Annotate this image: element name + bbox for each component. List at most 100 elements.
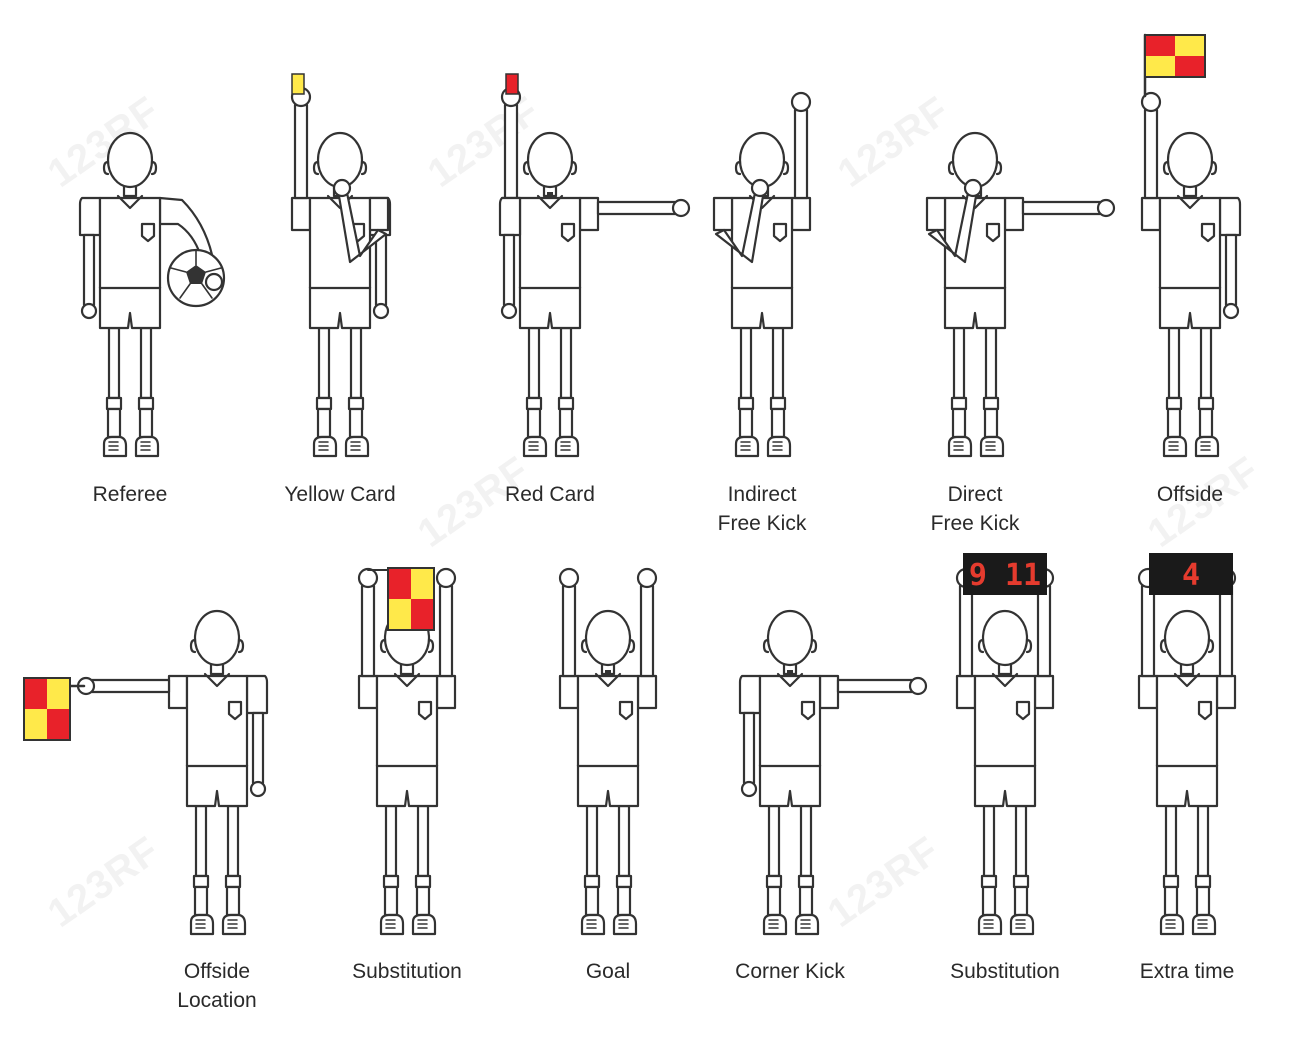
leg [739,326,753,400]
leg [1199,326,1213,400]
shorts [730,285,794,330]
head [951,131,999,189]
figure-substitution-board: 9 11 [955,553,1055,936]
sleeve [78,196,102,237]
collar [991,672,1019,688]
figure-direct-free-kick [925,131,1116,458]
collar [776,672,804,688]
sleeve [1003,196,1025,232]
shorts [1155,763,1219,808]
arm-raised [793,108,809,200]
sleeve [1137,674,1159,710]
leg [799,804,813,878]
leg [1164,804,1178,878]
shorts [518,285,582,330]
sleeve [712,196,734,232]
figure-referee [78,131,226,458]
shirt [973,674,1037,768]
ear [102,160,110,176]
shorts [308,285,372,330]
sock-band [525,396,543,411]
whistle-icon [787,670,793,676]
leg [384,804,398,878]
sleeve [368,196,390,232]
extra-time-board-digits: 4 [1182,558,1200,593]
label-direct-free-kick: Direct Free Kick [930,483,1020,535]
leg [585,804,599,878]
hand [204,272,224,292]
collar [1176,194,1204,210]
shirt [943,196,1007,290]
shirt [308,196,372,290]
sock-band [382,874,400,889]
sleeve [290,196,312,232]
substitution-flag-yellow [411,568,434,599]
badge-icon [560,222,576,243]
shin [415,885,431,917]
sleeve [1033,674,1055,710]
sock-band [615,874,633,889]
substitution-flag-red [411,599,434,630]
offside-flag-frame [1144,34,1206,78]
collar [203,672,231,688]
arm-raised [293,103,309,200]
figure-yellow-card [290,73,392,458]
shin [138,407,154,439]
ear [734,160,742,176]
sleeve [1218,196,1242,237]
badge-icon [1200,222,1216,243]
shin [316,407,332,439]
leg [139,326,153,400]
sleeve [738,674,762,715]
arm-raised [438,584,454,678]
shin [348,407,364,439]
arm-extended [1021,200,1102,216]
sock-band [982,396,1000,411]
offside-location-flag-frame [23,677,71,741]
head [106,131,154,189]
ear [1210,160,1218,176]
ball-patch [186,265,206,284]
ear [150,160,158,176]
leg [982,804,996,878]
extra-time-board [1149,553,1233,595]
badge-icon [417,700,433,721]
ball-seams [170,249,222,299]
ear [237,638,245,654]
arm-raised [503,103,519,200]
ear [995,160,1003,176]
shorts [185,763,249,808]
hand [1140,91,1162,113]
hand [963,178,983,198]
ear [762,638,770,654]
sock-band [192,874,210,889]
sleeve [1140,196,1162,232]
sock-band [315,396,333,411]
head [1163,609,1211,667]
ear [427,638,435,654]
shirt [1155,674,1219,768]
sock-band [1162,874,1180,889]
label-red-card: Red Card [505,483,595,506]
hand [1222,302,1240,320]
badge-icon [227,700,243,721]
arm-raised [360,584,376,678]
sleeve [435,674,457,710]
shin [1013,885,1029,917]
label-yellow-card: Yellow Card [284,483,396,506]
collar [594,672,622,688]
leg [226,804,240,878]
head [981,609,1029,667]
figure-goal [558,567,658,936]
hand [671,198,691,218]
shirt [375,674,439,768]
head [193,609,241,667]
leg [527,326,541,400]
leg [984,326,998,400]
offside-location-flag-yellow [47,678,70,709]
sock-band [765,874,783,889]
shin [1163,885,1179,917]
label-offside-location: Offside Location [177,960,257,1012]
figure-offside [1140,33,1242,458]
